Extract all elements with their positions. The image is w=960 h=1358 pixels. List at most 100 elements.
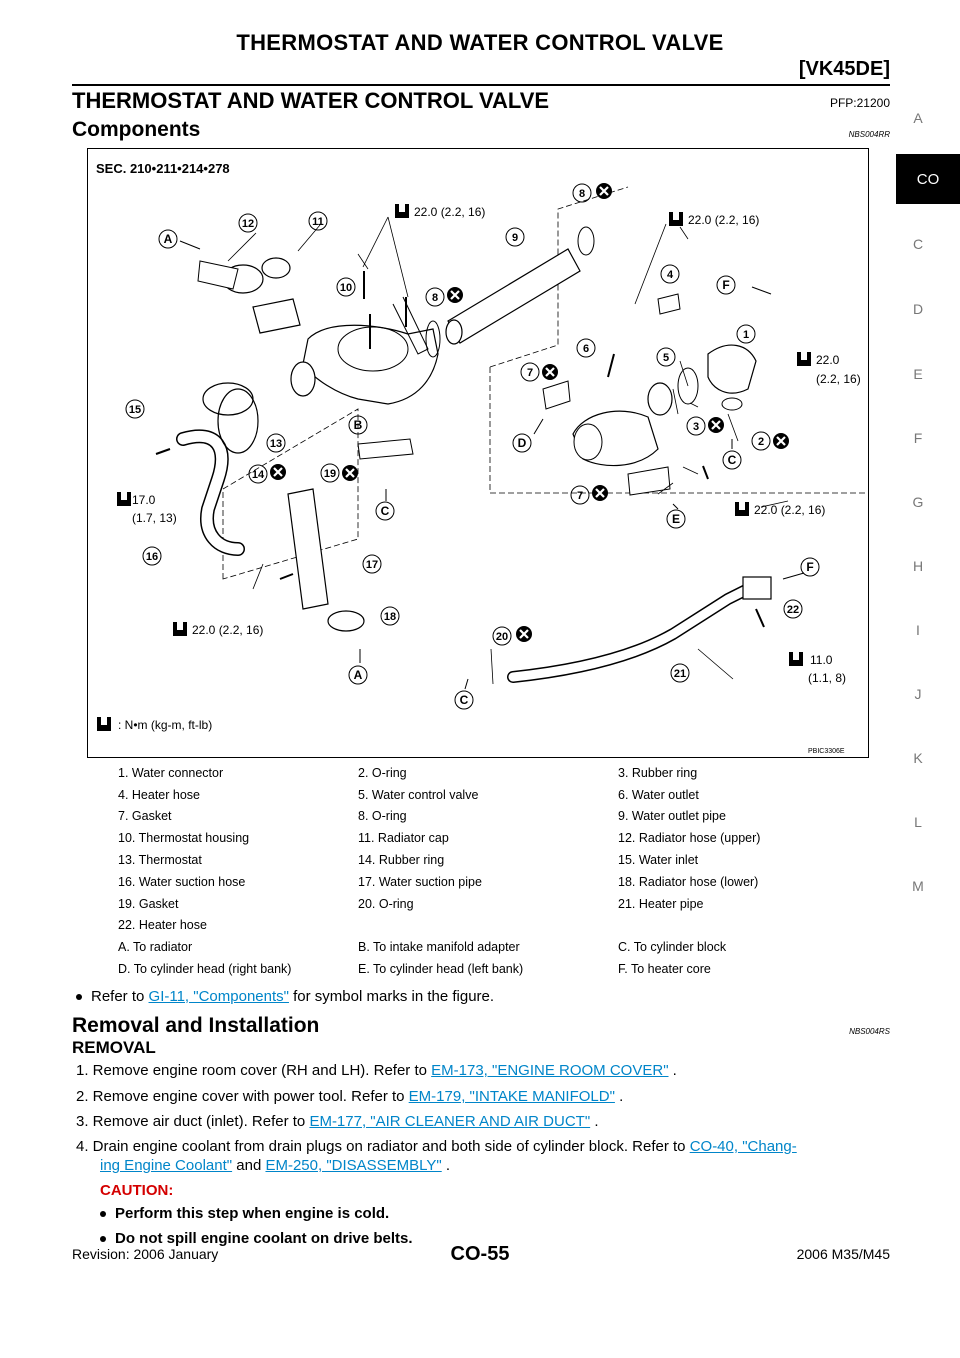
letter-f-top: F: [716, 275, 736, 295]
callout-9: 9: [505, 227, 525, 247]
legend-cell: 6. Water outlet: [618, 787, 699, 802]
svg-text:12: 12: [242, 218, 254, 230]
em-250-link[interactable]: EM-250, "DISASSEMBLY": [265, 1157, 442, 1174]
side-index-e[interactable]: E: [913, 366, 923, 382]
callout-6: 6: [576, 338, 596, 358]
side-index-i[interactable]: I: [916, 622, 920, 638]
side-index-h[interactable]: H: [912, 558, 924, 574]
torque-t3b: (2.2, 16): [816, 372, 861, 386]
svg-text:C: C: [381, 504, 390, 518]
em-177-link[interactable]: EM-177, "AIR CLEANER AND AIR DUCT": [309, 1113, 591, 1130]
side-index-d[interactable]: D: [912, 301, 924, 317]
svg-text:3: 3: [693, 421, 699, 433]
svg-text:2: 2: [758, 436, 764, 448]
torque-t2: 22.0 (2.2, 16): [688, 213, 759, 227]
step-4-post: .: [441, 1157, 451, 1174]
svg-text:7: 7: [527, 367, 533, 379]
side-index-k[interactable]: K: [913, 750, 923, 766]
caution-item-1: Perform this step when engine is cold.: [100, 1205, 389, 1222]
svg-text:18: 18: [384, 611, 396, 623]
callout-11: 11: [308, 211, 328, 231]
side-index-j[interactable]: J: [914, 686, 922, 702]
bullet-icon: [76, 994, 82, 1001]
letter-f-bottom: F: [800, 557, 820, 577]
svg-text:19: 19: [324, 468, 336, 480]
torque-unit-legend: : N•m (kg-m, ft-lb): [118, 718, 212, 732]
torque-t5: 22.0 (2.2, 16): [192, 623, 263, 637]
svg-text:6: 6: [583, 343, 589, 355]
callout-7b: 7: [570, 483, 610, 505]
svg-text:22: 22: [787, 604, 799, 616]
sec-label: SEC. 210•211•214•278: [96, 161, 230, 176]
note-post: for symbol marks in the figure.: [288, 988, 495, 1005]
legend-cell: 8. O-ring: [358, 809, 407, 824]
legend-cell: 7. Gasket: [118, 809, 172, 824]
header-rule: [72, 84, 890, 86]
svg-text:15: 15: [129, 404, 141, 416]
bullet-icon: [100, 1211, 106, 1218]
co-40-link-cont[interactable]: ing Engine Coolant": [100, 1157, 233, 1174]
svg-text:C: C: [728, 453, 737, 467]
legend-cell: D. To cylinder head (right bank): [118, 962, 292, 977]
side-index-m[interactable]: M: [912, 878, 924, 894]
caution-item-2: Do not spill engine coolant on drive bel…: [100, 1230, 413, 1247]
removal-step-2: 2. Remove engine cover with power tool. …: [76, 1088, 623, 1105]
legend-cell: 20. O-ring: [358, 896, 414, 911]
torque-t6: 22.0 (2.2, 16): [754, 503, 825, 517]
torque-t1: 22.0 (2.2, 16): [414, 205, 485, 219]
torque-t3a: 22.0: [816, 353, 840, 367]
callout-17: 17: [362, 554, 382, 574]
legend-cell: 18. Radiator hose (lower): [618, 874, 759, 889]
components-title: Components: [72, 118, 201, 141]
callout-13: 13: [266, 433, 286, 453]
removal-installation-ref-code: NBS004RS: [849, 1027, 890, 1036]
gi-11-components-link[interactable]: GI-11, "Components": [148, 988, 289, 1005]
svg-text:E: E: [672, 512, 680, 526]
svg-text:16: 16: [146, 551, 158, 563]
footer-revision: Revision: 2006 January: [72, 1246, 219, 1262]
legend-cell: 9. Water outlet pipe: [618, 809, 726, 824]
callout-7a: 7: [520, 362, 560, 382]
co-40-link[interactable]: CO-40, "Chang-: [689, 1138, 797, 1155]
legend-cell: 16. Water suction hose: [118, 874, 246, 889]
callout-19: 19: [320, 463, 360, 483]
callout-4: 4: [660, 264, 680, 284]
side-index-c[interactable]: C: [912, 236, 924, 252]
legend-cell: B. To intake manifold adapter: [358, 940, 520, 955]
svg-text:8: 8: [432, 292, 438, 304]
legend-cell: F. To heater core: [618, 962, 711, 977]
side-index-l[interactable]: L: [914, 814, 922, 830]
legend-row: D. To cylinder head (right bank)E. To cy…: [118, 958, 818, 980]
em-179-link[interactable]: EM-179, "INTAKE MANIFOLD": [408, 1088, 615, 1105]
side-index-a[interactable]: A: [913, 110, 923, 126]
callout-8a: 8: [572, 181, 614, 203]
side-index-f[interactable]: F: [913, 430, 923, 446]
running-header-model-code: [VK45DE]: [798, 58, 890, 80]
svg-text:7: 7: [577, 490, 583, 502]
legend-cell: 4. Heater hose: [118, 787, 200, 802]
callout-22: 22: [783, 599, 803, 619]
step-1-text: 1. Remove engine room cover (RH and LH).…: [76, 1062, 432, 1079]
exploded-view-diagram: SEC. 210•211•214•278: [96, 161, 868, 755]
callout-14: 14: [248, 462, 288, 484]
torque-t7a: 11.0: [810, 653, 833, 667]
callout-2: 2: [751, 431, 791, 451]
removal-step-4: 4. Drain engine coolant from drain plugs…: [76, 1138, 896, 1155]
torque-t4a: 17.0: [132, 493, 156, 507]
side-index-g[interactable]: G: [912, 494, 924, 510]
em-173-link[interactable]: EM-173, "ENGINE ROOM COVER": [431, 1062, 669, 1079]
removal-step-3: 3. Remove air duct (inlet). Refer to EM-…: [76, 1113, 599, 1130]
side-index-co-tab[interactable]: CO: [896, 154, 960, 204]
svg-text:D: D: [518, 436, 527, 450]
footer-page-number: CO-55: [450, 1243, 510, 1265]
svg-text:F: F: [722, 278, 729, 292]
callout-3: 3: [686, 415, 726, 436]
section-title: THERMOSTAT AND WATER CONTROL VALVE: [72, 88, 550, 113]
pfp-code: PFP:21200: [829, 96, 890, 110]
callout-12: 12: [238, 213, 258, 233]
step-3-post: .: [590, 1113, 599, 1130]
step-2-text: 2. Remove engine cover with power tool. …: [76, 1088, 409, 1105]
